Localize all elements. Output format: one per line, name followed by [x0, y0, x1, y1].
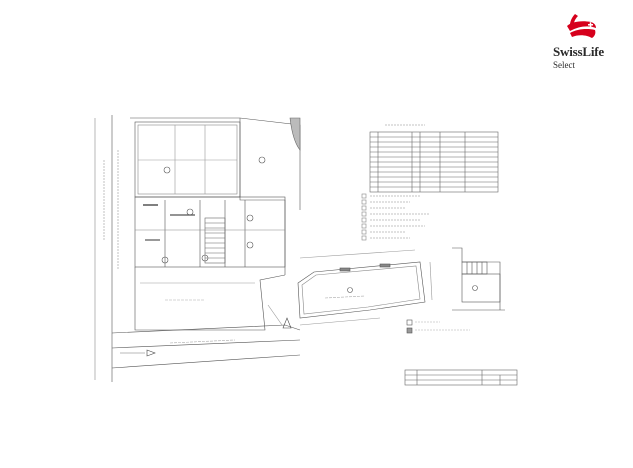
legend [406, 319, 470, 334]
stair-detail [452, 247, 505, 311]
main-building [130, 117, 301, 275]
swisslife-select-logo: SwissLife Select [553, 12, 623, 72]
swisslife-flag-icon [567, 14, 596, 38]
ground-area [111, 267, 301, 369]
staircase-icon [204, 217, 226, 264]
floor-plan-drawing [94, 115, 518, 386]
title-block [404, 369, 518, 386]
room-list [361, 193, 430, 241]
logo-sub-text: Select [553, 60, 575, 70]
logo-brand-text: SwissLife [553, 44, 604, 59]
annex-building [297, 249, 433, 326]
room-schedule-table [369, 124, 499, 193]
